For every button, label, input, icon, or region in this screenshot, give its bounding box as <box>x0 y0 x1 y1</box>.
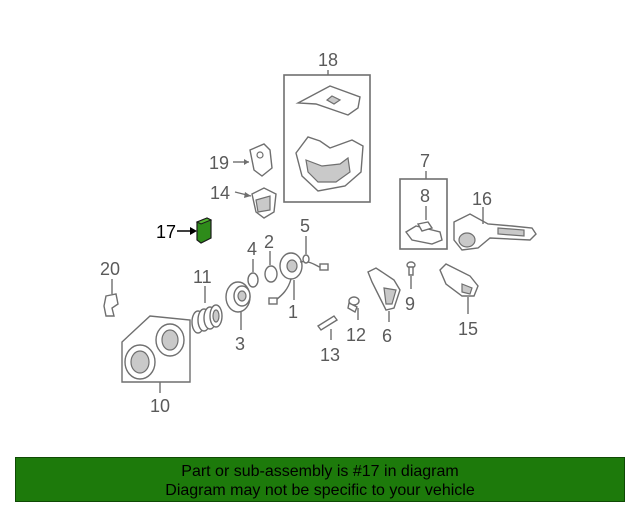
callout-15: 15 <box>458 319 478 339</box>
part-12-screw[interactable] <box>347 296 360 314</box>
part-18-column-cover[interactable] <box>283 74 371 203</box>
part-5-clip[interactable] <box>302 254 310 264</box>
callout-8: 8 <box>420 186 430 206</box>
callout-7: 7 <box>420 151 430 171</box>
part-15-switch[interactable] <box>439 263 479 297</box>
callout-13: 13 <box>320 345 340 365</box>
part-1-clock-spring[interactable] <box>268 252 329 305</box>
callout-14: 14 <box>210 183 230 203</box>
callout-19: 19 <box>209 153 229 173</box>
callout-1: 1 <box>288 302 298 322</box>
part-4-ring[interactable] <box>247 272 259 288</box>
callout-3: 3 <box>235 334 245 354</box>
part-2-ring[interactable] <box>264 265 278 283</box>
callout-11: 11 <box>193 267 212 287</box>
callout-5: 5 <box>300 216 310 236</box>
callout-20: 20 <box>100 259 120 279</box>
part-14-switch[interactable] <box>251 187 277 219</box>
part-13-pin[interactable] <box>316 315 339 331</box>
banner-line-1: Part or sub-assembly is #17 in diagram <box>181 463 459 480</box>
part-19-bracket[interactable] <box>249 143 273 177</box>
part-17-highlighted[interactable] <box>195 217 213 244</box>
callout-16: 16 <box>472 189 492 209</box>
callout-12: 12 <box>346 325 366 345</box>
part-20-clip[interactable] <box>103 293 119 317</box>
part-11-spring[interactable] <box>191 304 223 334</box>
info-banner: Part or sub-assembly is #17 in diagram D… <box>15 457 625 502</box>
part-9-bolt[interactable] <box>406 261 416 276</box>
part-16-switch[interactable] <box>453 213 537 251</box>
callout-10: 10 <box>150 396 170 416</box>
banner-line-2: Diagram may not be specific to your vehi… <box>165 482 475 499</box>
callout-18: 18 <box>318 50 338 70</box>
part-7-assembly[interactable] <box>399 178 448 250</box>
callout-17: 17 <box>156 222 176 242</box>
callout-2: 2 <box>264 232 274 252</box>
part-6-bracket[interactable] <box>367 267 401 311</box>
callout-9: 9 <box>405 294 415 314</box>
callout-4: 4 <box>247 239 257 259</box>
part-10-housing[interactable] <box>121 315 191 383</box>
callout-6: 6 <box>382 326 392 346</box>
part-3-bearing[interactable] <box>225 281 251 313</box>
